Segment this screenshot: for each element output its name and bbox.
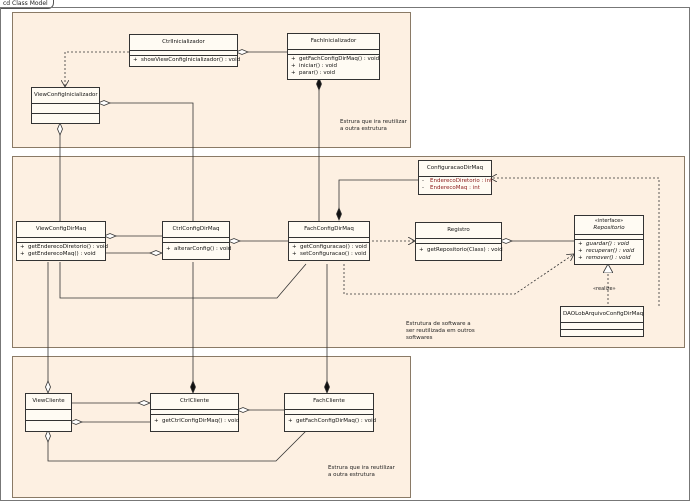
class-name: CtrlCliente xyxy=(151,394,238,410)
attribute-row: -EnderecoDiretorio : int xyxy=(422,178,493,184)
aggregation-diamond xyxy=(45,379,51,395)
class-ctrl-config-dir-maq[interactable]: CtrlConfigDirMaq +alterarConfig() : void xyxy=(162,221,232,260)
class-name: Registro xyxy=(416,223,501,239)
aggregation-diamond xyxy=(68,419,84,425)
method-row: +getRepositorio(Class) : void xyxy=(419,247,503,253)
assoc-viewconfig-fachconfig xyxy=(59,262,307,299)
assoc-viewcliente-fachcliente xyxy=(47,430,307,462)
dependency-fachconfig-repositorio xyxy=(343,254,574,295)
method-row: +getFachConfigDirMaq() : void xyxy=(288,418,377,424)
method-row: +getConfiguracao() : void xyxy=(292,244,367,250)
class-name: ViewConfigDirMaq xyxy=(17,222,105,238)
aggregation-diamond xyxy=(45,428,51,444)
method-row: +getCtrlConfigDirMaq() : void xyxy=(154,418,240,424)
class-name: FachConfigDirMaq xyxy=(289,222,369,238)
method-row: +recuperar() : void xyxy=(578,248,635,254)
class-name: ConfiguracaoDirMaq xyxy=(419,161,491,177)
class-configuracao-dir-maq[interactable]: ConfiguracaoDirMaq -EnderecoDiretorio : … xyxy=(418,160,492,195)
class-name: ViewCliente xyxy=(26,394,71,410)
class-name: DAOLobArquivoConfigDirMaq xyxy=(561,307,643,323)
class-dao-lob-arquivo-config-dir-maq[interactable]: DAOLobArquivoConfigDirMaq xyxy=(560,306,644,337)
class-name: ViewConfigInicializador xyxy=(32,88,99,104)
assoc-viewinit-ctrlconfig xyxy=(98,102,194,221)
interface-name: Repositorio xyxy=(593,225,625,231)
diagram-tab: cd Class Model xyxy=(0,0,54,9)
class-fach-cliente[interactable]: FachCliente +getFachConfigDirMaq() : voi… xyxy=(284,393,377,432)
class-name: CtrlConfigDirMaq xyxy=(163,222,229,238)
method-row: +getFachConfigDirMaq() : void xyxy=(291,56,380,62)
method-row: +parar() : void xyxy=(291,70,336,76)
interface-repositorio[interactable]: «interface» Repositorio +guardar() : voi… xyxy=(574,215,644,265)
method-row: +iniciar() : void xyxy=(291,63,338,69)
class-registro[interactable]: Registro +getRepositorio(Class) : void xyxy=(415,222,503,261)
method-row: +getEnderecoMaq() : void xyxy=(20,251,96,257)
method-row: +showViewConfigInicializador() : void xyxy=(133,57,241,63)
stereotype-label: «interface» xyxy=(594,218,624,224)
method-row: +alterarConfig() : void xyxy=(166,246,232,252)
class-name: FachCliente xyxy=(285,394,373,410)
method-row: +getEnderecoDiretorio() : void xyxy=(20,244,109,250)
aggregation-diamond xyxy=(226,238,242,244)
attribute-row: -EnderecoMaq : int xyxy=(422,185,480,191)
dependency-ctrlinit-viewinit xyxy=(65,51,129,87)
class-view-cliente[interactable]: ViewCliente xyxy=(25,393,72,432)
realize-label: «realize» xyxy=(593,286,616,292)
assoc-fachconfig-configuracao xyxy=(338,179,418,220)
class-name: CtrlInicializador xyxy=(130,35,237,51)
method-row: +setConfiguracao() : void xyxy=(292,251,367,257)
composition-diamond xyxy=(190,379,196,395)
aggregation-diamond xyxy=(136,400,152,406)
class-fach-inicializador[interactable]: FachInicializador +getFachConfigDirMaq()… xyxy=(287,33,380,80)
class-view-config-inicializador[interactable]: ViewConfigInicializador xyxy=(31,87,100,124)
composition-diamond xyxy=(324,379,330,395)
method-row: +guardar() : void xyxy=(578,241,630,247)
aggregation-diamond xyxy=(498,238,514,244)
dependency-dao-configuracao xyxy=(490,178,660,306)
aggregation-diamond xyxy=(148,250,164,256)
aggregation-diamond xyxy=(57,121,63,137)
composition-diamond xyxy=(336,206,342,222)
class-ctrl-inicializador[interactable]: CtrlInicializador +showViewConfigInicial… xyxy=(129,34,241,67)
method-row: +remover() : void xyxy=(578,255,631,261)
class-fach-config-dir-maq[interactable]: FachConfigDirMaq +getConfiguracao() : vo… xyxy=(288,221,370,261)
class-view-config-dir-maq[interactable]: ViewConfigDirMaq +getEnderecoDiretorio()… xyxy=(16,221,109,261)
aggregation-diamond xyxy=(102,233,118,239)
composition-diamond xyxy=(316,76,322,92)
class-name: FachInicializador xyxy=(288,34,379,50)
class-name: «interface» Repositorio xyxy=(575,216,643,235)
class-ctrl-cliente[interactable]: CtrlCliente +getCtrlConfigDirMaq() : voi… xyxy=(150,393,239,432)
aggregation-diamond xyxy=(96,100,112,106)
aggregation-diamond xyxy=(235,407,251,413)
aggregation-diamond xyxy=(234,49,250,55)
